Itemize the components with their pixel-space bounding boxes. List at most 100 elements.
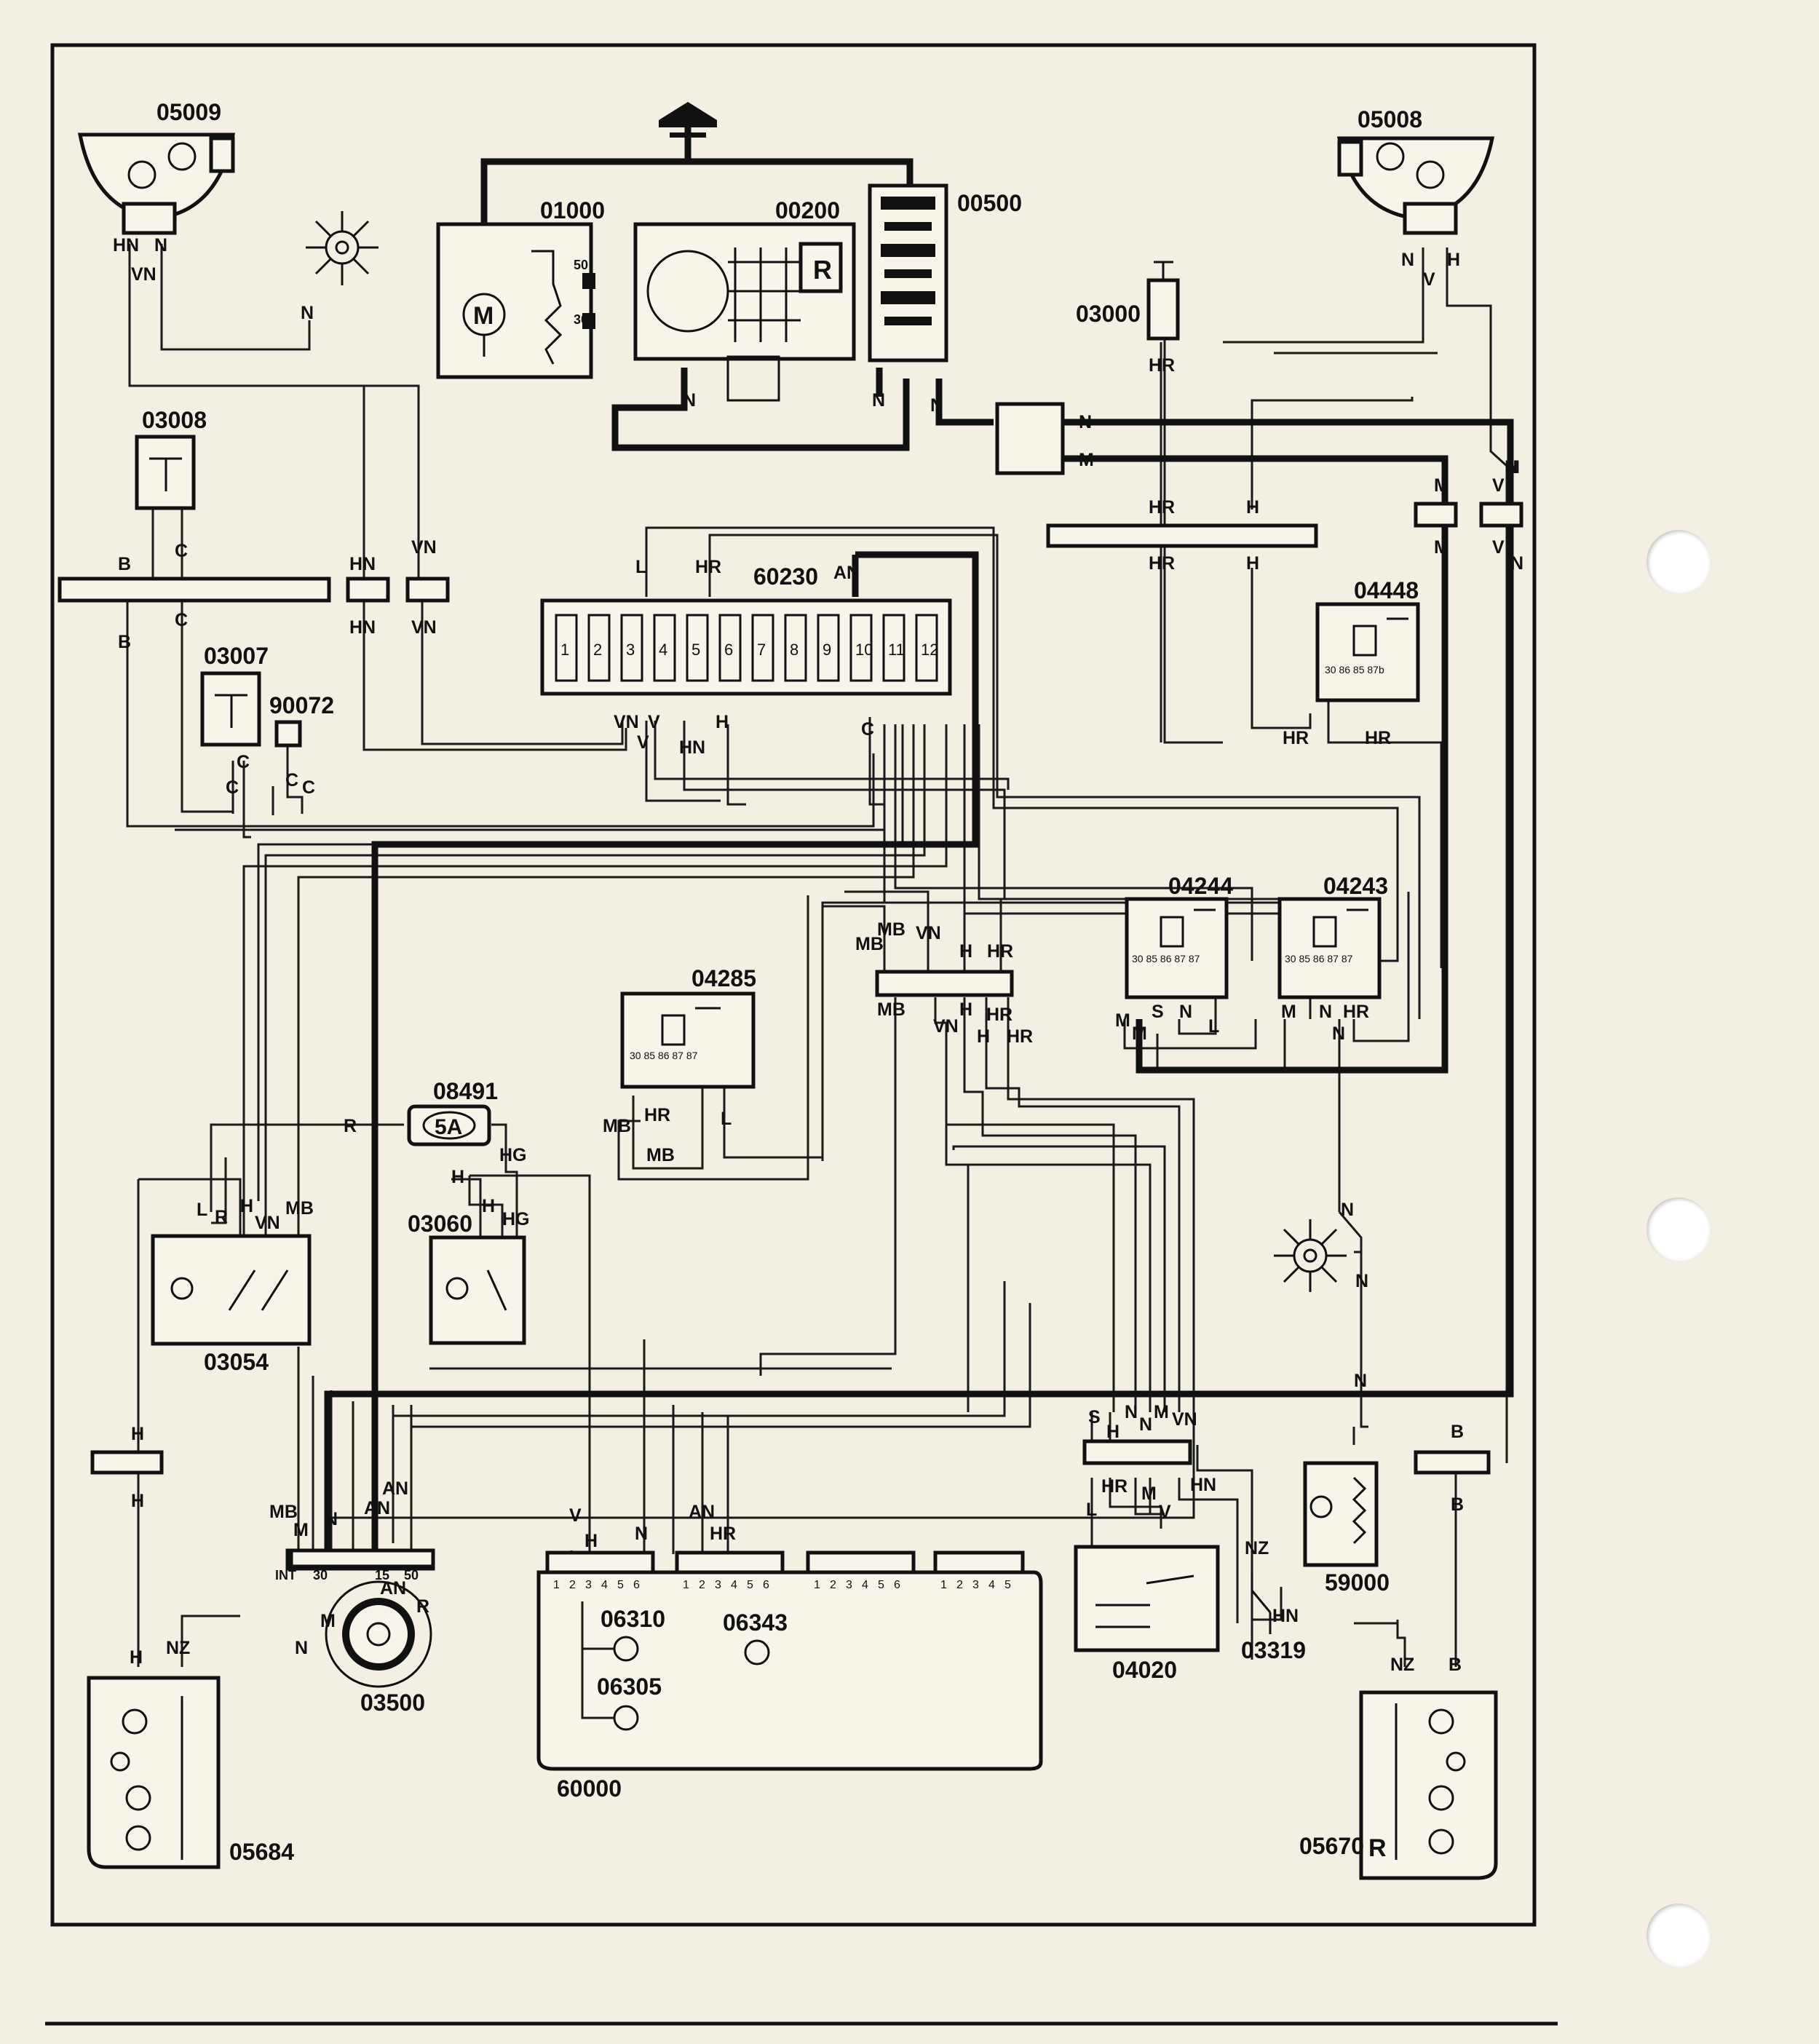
wire-code-label: M xyxy=(320,1611,336,1631)
wire-code-label: HR xyxy=(987,941,1013,962)
wire-code-label: HR xyxy=(1283,728,1309,748)
wire-code-label: VN xyxy=(614,712,639,732)
wire-code-label: N xyxy=(154,235,167,256)
wire-code-label: N xyxy=(295,1638,308,1658)
ground-icon xyxy=(659,102,717,138)
fuse-slot xyxy=(751,614,774,682)
wire-code-label: R xyxy=(215,1207,228,1227)
label-04285: 04285 xyxy=(691,965,756,991)
label-04020: 04020 xyxy=(1112,1657,1177,1683)
wire-code-label: MB xyxy=(855,934,884,954)
binder-hole xyxy=(1646,1197,1711,1261)
wire-code-label: N xyxy=(1505,457,1518,478)
label-03060: 03060 xyxy=(408,1211,472,1237)
wire-code-label: L xyxy=(197,1200,207,1220)
connector-strip xyxy=(875,970,1014,997)
fuse-number: 7 xyxy=(757,641,766,659)
connector-90072 xyxy=(274,720,302,748)
wire-code-label: H xyxy=(1106,1422,1119,1442)
label-06305: 06305 xyxy=(597,1673,662,1700)
wire-code-label: NZ xyxy=(166,1638,190,1658)
label-90072: 90072 xyxy=(269,692,334,718)
connector-pin-number: 5 xyxy=(747,1579,753,1591)
connector-pin-number: 5 xyxy=(878,1579,884,1591)
fuse-slot xyxy=(718,614,742,682)
label-06343: 06343 xyxy=(723,1609,788,1636)
wire-code-label: M xyxy=(1115,1010,1130,1031)
switch-03060 xyxy=(429,1235,526,1345)
wire-code-label: V xyxy=(1159,1502,1171,1522)
wire-code-label: H xyxy=(131,1424,144,1444)
fuse-08491 xyxy=(407,1104,491,1146)
wire-code-label: VN xyxy=(916,923,941,943)
binder-hole xyxy=(1646,530,1711,594)
junction-block xyxy=(995,402,1065,475)
connector-pin-number: 4 xyxy=(601,1579,608,1591)
wire-code-label: N xyxy=(1179,1002,1192,1022)
connector-pin-number: 4 xyxy=(731,1579,737,1591)
wire-code-label: N xyxy=(1507,457,1520,478)
connector-pin-number: 2 xyxy=(699,1579,705,1591)
connector-pin-number: 3 xyxy=(715,1579,721,1591)
fuse-number: 6 xyxy=(724,641,733,659)
splice-star-icon xyxy=(306,211,379,285)
wire-code-label: C xyxy=(175,541,188,561)
ignition-switch-03500 xyxy=(289,1548,435,1688)
wire-code-label: H xyxy=(977,1026,990,1047)
connector-pin-number: 4 xyxy=(988,1579,995,1591)
wire-code-label: NZ xyxy=(1245,1538,1269,1558)
wire-code-label: C xyxy=(861,719,874,740)
label-04448: 04448 xyxy=(1354,577,1419,603)
rear-lamp-symbol: R xyxy=(1368,1834,1387,1862)
connector-pin-number: 2 xyxy=(569,1579,576,1591)
wire-code-label: NZ xyxy=(1390,1655,1414,1675)
switch-03000 xyxy=(1146,261,1180,341)
wire-code-label: N xyxy=(1125,1402,1138,1422)
wire-code-label: M xyxy=(1434,475,1449,496)
wire-code-label: HG xyxy=(502,1209,530,1229)
wire-code-label: HN xyxy=(1190,1475,1216,1495)
wire-code-label: B xyxy=(1451,1422,1464,1442)
fuse-number: 3 xyxy=(626,641,635,659)
wire-code-label: HR xyxy=(644,1105,670,1125)
label-00500: 00500 xyxy=(957,190,1022,216)
wire-code-label: M xyxy=(1079,450,1094,470)
connector-pin-number: 3 xyxy=(585,1579,592,1591)
fuse-slot xyxy=(653,614,676,682)
connector-strip xyxy=(1479,502,1523,528)
fuse-slot xyxy=(587,614,611,682)
wire-code-label: H xyxy=(240,1196,253,1216)
fuse-number: 1 xyxy=(560,641,569,659)
relay-04448 xyxy=(1315,602,1420,702)
connector-strip xyxy=(405,577,450,603)
label-00200: 00200 xyxy=(775,197,840,223)
connector-pin-number: 1 xyxy=(940,1579,947,1591)
wire-code-label: HN xyxy=(679,737,705,758)
connector-pin-number: 1 xyxy=(683,1579,689,1591)
switch-03008 xyxy=(135,435,196,510)
fuse-number: 11 xyxy=(888,641,905,659)
wire-code-label: H xyxy=(959,999,972,1020)
label-03000: 03000 xyxy=(1076,301,1141,327)
wire-code-label: HN xyxy=(349,554,376,574)
wire-code-label: VN xyxy=(933,1016,959,1037)
splice-star-icon xyxy=(1274,1219,1347,1292)
label-05009: 05009 xyxy=(156,99,221,125)
label-60000: 60000 xyxy=(557,1775,622,1802)
wire-code-label: H xyxy=(130,1647,143,1668)
switch-03319 xyxy=(1251,1572,1272,1634)
binder-hole xyxy=(1646,1904,1711,1968)
relay-pins-04244: 30 85 86 87 87 xyxy=(1132,953,1200,964)
wire-code-label: M xyxy=(293,1520,309,1540)
wire-code-label: HR xyxy=(1343,1002,1369,1022)
wire-code-label: MB xyxy=(269,1502,298,1522)
wire-code-label: HN xyxy=(113,235,139,256)
wire-code-label: L xyxy=(721,1109,732,1129)
wire-code-label: MB xyxy=(877,919,905,940)
connector-strip xyxy=(58,577,331,603)
wire-code-label: MB xyxy=(603,1116,631,1136)
wire-code-label: AN xyxy=(364,1498,390,1518)
instrument-panel-60000 xyxy=(536,1550,1043,1771)
fuse-slot xyxy=(882,614,905,682)
